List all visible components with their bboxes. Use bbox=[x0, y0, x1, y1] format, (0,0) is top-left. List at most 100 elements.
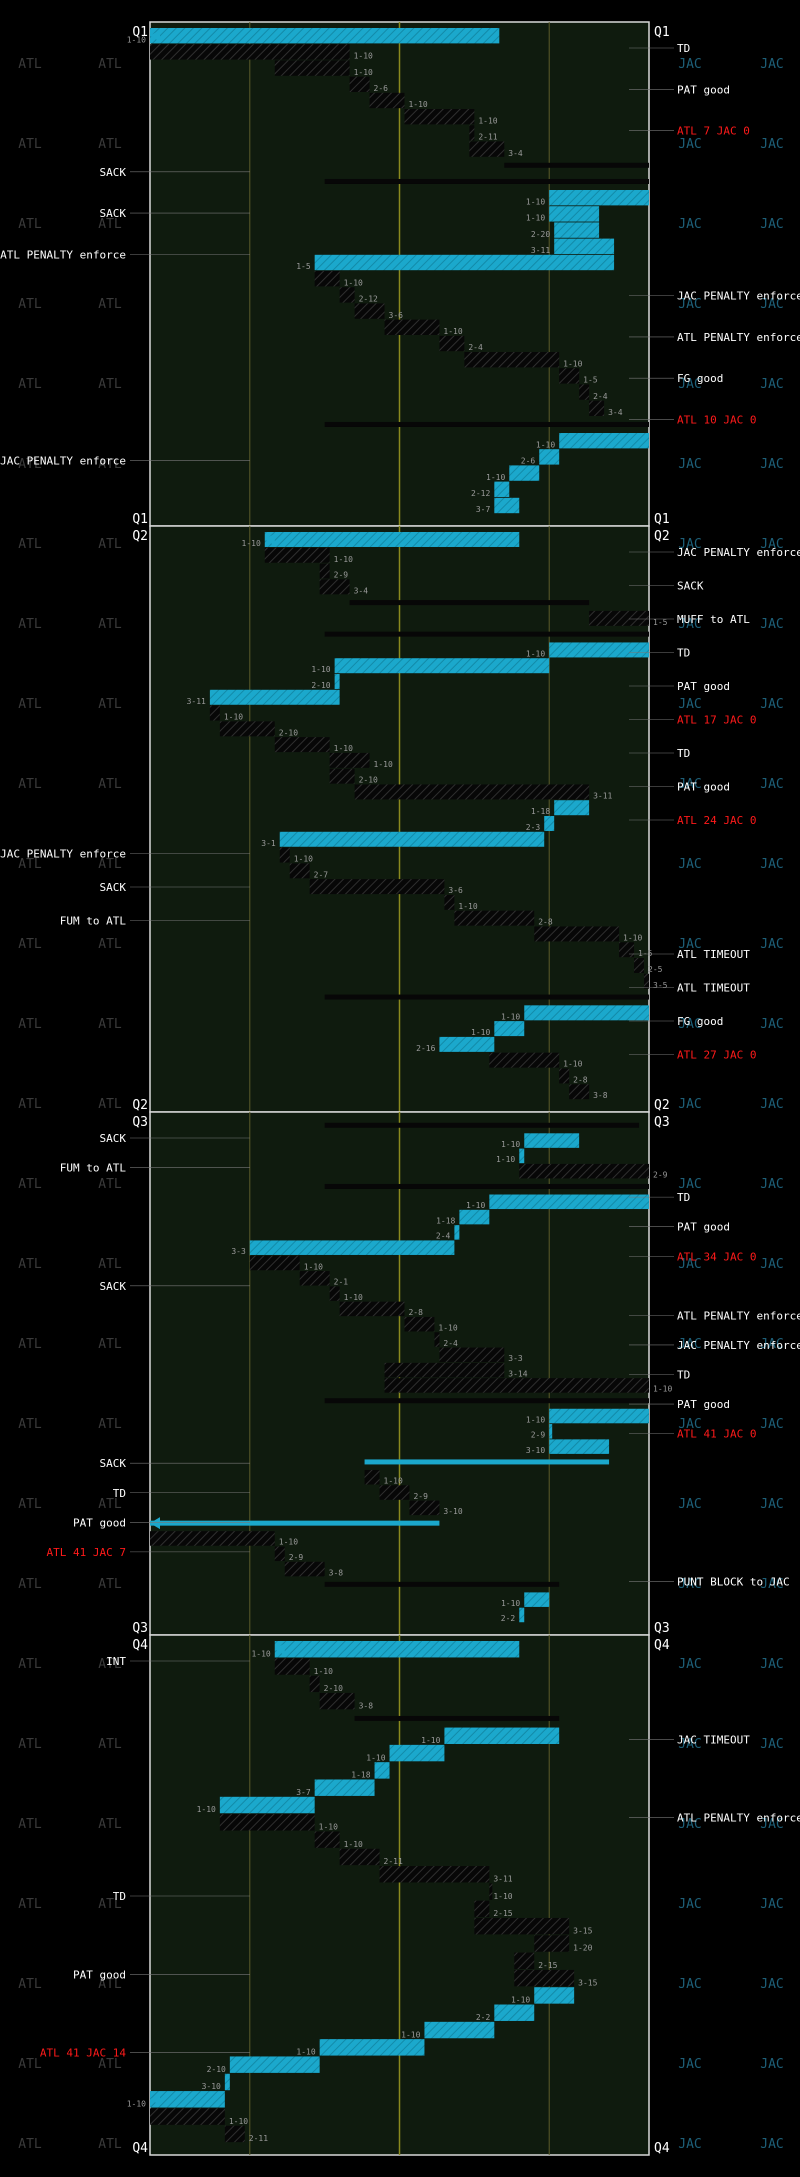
play-bar bbox=[339, 1301, 405, 1317]
kick-bar bbox=[150, 1520, 440, 1526]
kick-bar bbox=[324, 994, 649, 1000]
down-label: 2-10 bbox=[359, 776, 378, 785]
event-label: SACK bbox=[100, 207, 127, 220]
play-bar bbox=[494, 2004, 535, 2021]
down-label: 1-10 bbox=[563, 359, 582, 368]
play-bar bbox=[339, 1848, 380, 1866]
play-bar bbox=[264, 532, 520, 547]
down-label: 1-10 bbox=[526, 197, 545, 206]
down-label: 2-10 bbox=[279, 728, 298, 737]
team-watermark: ATL bbox=[18, 1017, 42, 1032]
down-label: 2-15 bbox=[538, 1961, 557, 1970]
play-bar bbox=[534, 926, 620, 942]
play-bar bbox=[579, 384, 590, 400]
play-bar bbox=[569, 1084, 590, 1100]
down-label: 1-10 bbox=[197, 1805, 216, 1814]
down-label: 3-8 bbox=[359, 1701, 374, 1710]
down-label: 3-8 bbox=[329, 1568, 344, 1577]
quarter-label: Q4 bbox=[132, 1638, 148, 1653]
down-label: 1-10 bbox=[366, 1753, 385, 1762]
play-bar bbox=[309, 879, 445, 895]
down-label: 1-10 bbox=[458, 902, 477, 911]
play-bar bbox=[519, 1607, 525, 1623]
kick-bar bbox=[324, 178, 649, 184]
team-watermark: JAC bbox=[760, 1177, 783, 1192]
play-bar bbox=[439, 1347, 505, 1363]
down-label: 1-10 bbox=[466, 1201, 485, 1210]
down-label: 1-10 bbox=[242, 539, 261, 548]
event-label: ATL TIMEOUT bbox=[677, 982, 750, 995]
play-bar bbox=[150, 28, 500, 44]
down-label: 3-8 bbox=[593, 1091, 608, 1100]
play-bar bbox=[209, 689, 340, 705]
event-label: ATL TIMEOUT bbox=[677, 948, 750, 961]
kick-bar bbox=[364, 1459, 610, 1465]
drive-arrow bbox=[264, 533, 275, 546]
team-watermark: JAC bbox=[678, 217, 701, 232]
play-bar bbox=[309, 1675, 320, 1693]
team-watermark: ATL bbox=[98, 1657, 122, 1672]
team-watermark: JAC bbox=[678, 1737, 701, 1752]
team-watermark: JAC bbox=[678, 1657, 701, 1672]
play-bar bbox=[549, 1408, 649, 1424]
team-watermark: JAC bbox=[760, 1577, 783, 1592]
play-bar bbox=[559, 1068, 570, 1084]
event-label: JAC PENALTY enforce bbox=[0, 455, 126, 468]
event-label: JAC PENALTY enforce bbox=[0, 848, 126, 861]
play-bar bbox=[554, 222, 600, 238]
event-label: ATL PENALTY enforce bbox=[677, 1812, 800, 1825]
play-bar bbox=[374, 1762, 390, 1779]
team-watermark: JAC bbox=[760, 1737, 783, 1752]
event-label: TD bbox=[677, 1369, 690, 1382]
down-label: 1-10 bbox=[296, 2048, 315, 2057]
team-watermark: ATL bbox=[18, 1337, 42, 1352]
quarter-label: Q3 bbox=[132, 1621, 148, 1636]
down-label: 1-10 bbox=[526, 649, 545, 658]
team-watermark: ATL bbox=[18, 1497, 42, 1512]
team-watermark: JAC bbox=[760, 937, 783, 952]
team-watermark: ATL bbox=[18, 697, 42, 712]
down-label: 3-4 bbox=[354, 586, 369, 595]
play-bar bbox=[299, 1271, 330, 1286]
team-watermark: ATL bbox=[18, 297, 42, 312]
down-label: 3-7 bbox=[476, 505, 491, 514]
quarter-label: Q2 bbox=[132, 529, 148, 544]
play-bar bbox=[619, 942, 635, 958]
quarter-label: Q1 bbox=[132, 512, 148, 527]
event-label: TD bbox=[677, 42, 690, 55]
play-bar bbox=[559, 368, 580, 384]
play-bar bbox=[229, 2056, 320, 2073]
play-bar bbox=[439, 335, 465, 352]
team-watermark: JAC bbox=[760, 1017, 783, 1032]
event-label: FG good bbox=[677, 372, 723, 385]
event-label: TD bbox=[113, 1890, 126, 1903]
down-label: 2-1 bbox=[334, 1278, 349, 1287]
team-watermark: ATL bbox=[98, 1577, 122, 1592]
down-label: 1-10 bbox=[486, 473, 505, 482]
event-label: ATL 27 JAC 0 bbox=[677, 1049, 756, 1062]
team-watermark: JAC bbox=[678, 1977, 701, 1992]
team-watermark: ATL bbox=[98, 697, 122, 712]
drive-arrow bbox=[150, 1517, 160, 1530]
down-label: 1-10 bbox=[443, 327, 462, 336]
play-bar bbox=[289, 863, 310, 879]
team-watermark: JAC bbox=[760, 777, 783, 792]
play-bar bbox=[549, 1424, 553, 1439]
quarter-label: Q3 bbox=[132, 1115, 148, 1130]
down-label: 3-7 bbox=[296, 1788, 311, 1797]
event-label: JAC PENALTY enforce bbox=[677, 290, 800, 303]
team-watermark: JAC bbox=[678, 1097, 701, 1112]
down-label: 2-9 bbox=[334, 571, 349, 580]
team-watermark: JAC bbox=[678, 697, 701, 712]
team-watermark: JAC bbox=[678, 1497, 701, 1512]
down-label: 1-10 bbox=[384, 1477, 403, 1486]
play-bar bbox=[354, 303, 385, 319]
event-label: FUM to ATL bbox=[60, 915, 127, 928]
down-label: 2-9 bbox=[413, 1492, 428, 1501]
down-label: 3-1 bbox=[261, 839, 276, 848]
play-bar bbox=[554, 800, 590, 816]
team-watermark: ATL bbox=[18, 1257, 42, 1272]
play-bar bbox=[524, 1133, 580, 1148]
down-label: 1-18 bbox=[351, 1771, 370, 1780]
play-bar bbox=[409, 1500, 440, 1516]
